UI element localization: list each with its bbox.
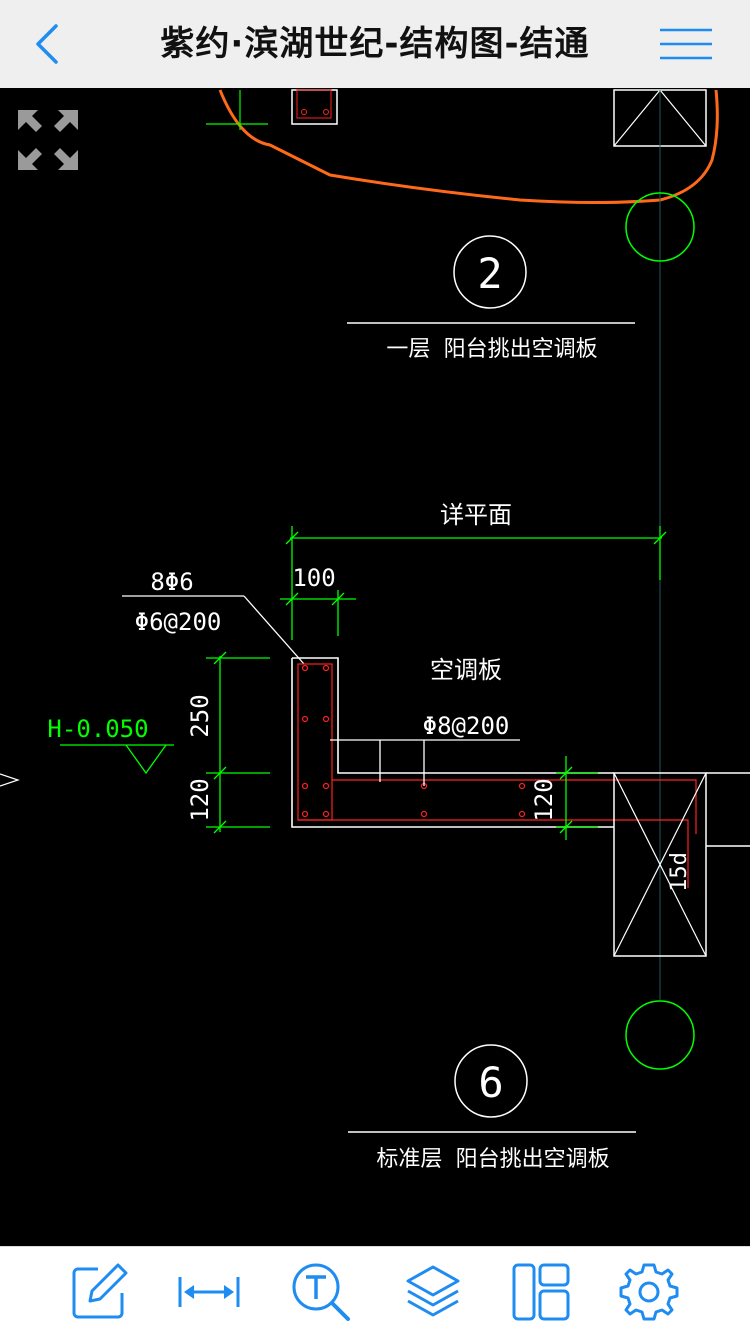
settings-gear-icon[interactable] <box>618 1261 680 1323</box>
rebar-stirrup-label: Φ6@200 <box>135 608 222 636</box>
measure-distance-icon[interactable] <box>178 1261 240 1323</box>
detail-2-label: 2 一层 阳台挑出空调板 <box>347 235 635 362</box>
anchor-15d: 15d <box>667 852 692 892</box>
hamburger-menu-icon[interactable] <box>656 22 716 66</box>
detail-6-number: 6 <box>478 1058 503 1107</box>
page-title: 紫约·滨湖世纪-结构图-结通 <box>160 24 590 64</box>
detail-2-number: 2 <box>477 249 502 298</box>
dim-120-left: 120 <box>186 778 214 821</box>
dim-100: 100 <box>292 564 335 592</box>
elevation-label: H-0.050 <box>47 715 148 743</box>
detail-6-caption: 标准层 阳台挑出空调板 <box>376 1147 609 1172</box>
detail-2-caption: 一层 阳台挑出空调板 <box>386 337 597 362</box>
cad-drawing-canvas[interactable]: 2 一层 阳台挑出空调板 详平面 100 8Φ6 Φ6@200 <box>0 88 750 1246</box>
layers-icon[interactable] <box>402 1261 464 1323</box>
detail-6-section: 详平面 100 8Φ6 Φ6@200 空调板 Φ8@200 <box>0 501 750 1172</box>
text-search-icon[interactable] <box>290 1261 352 1323</box>
dim-250: 250 <box>186 694 214 737</box>
dim-120-right: 120 <box>530 778 558 821</box>
top-bar: 紫约·滨湖世纪-结构图-结通 <box>0 0 750 88</box>
layout-panels-icon[interactable] <box>510 1261 572 1323</box>
slab-label: 空调板 <box>430 656 502 684</box>
fullscreen-expand-icon[interactable] <box>14 106 82 174</box>
upper-detail <box>206 89 719 1000</box>
chevron-left-icon[interactable] <box>26 22 70 66</box>
pencil-edit-icon[interactable] <box>68 1261 130 1323</box>
rebar-top-label: 8Φ6 <box>150 568 193 596</box>
slab-rebar-label: Φ8@200 <box>423 712 510 740</box>
bottom-toolbar <box>0 1246 750 1335</box>
label-detail-plan: 详平面 <box>440 501 512 529</box>
